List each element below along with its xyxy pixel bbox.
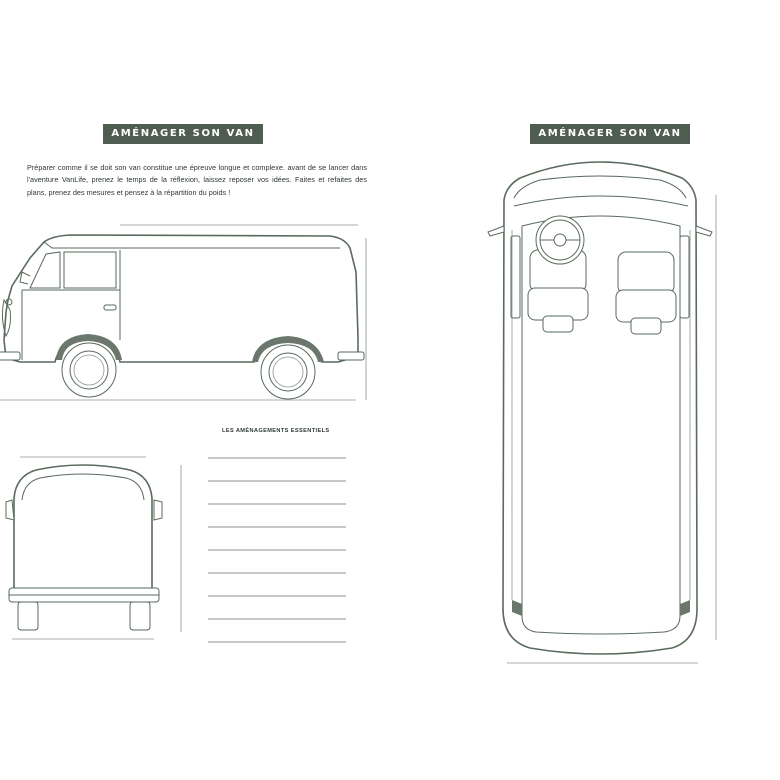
driver-seat-drawing [527, 215, 589, 333]
note-lines [208, 457, 346, 643]
intro-paragraph: Préparer comme il se doit son van consti… [27, 163, 367, 197]
van-side-view-drawing [0, 224, 367, 401]
essentials-section-label: LES AMÉNAGEMENTS ESSENTIELS [222, 428, 330, 434]
right-page-title-badge: AMÉNAGER SON VAN [530, 124, 690, 144]
van-top-view-drawing [487, 161, 717, 664]
van-rear-view-drawing [5, 456, 182, 640]
left-page-title-badge: AMÉNAGER SON VAN [103, 124, 263, 144]
passenger-seat-drawing [615, 251, 677, 335]
